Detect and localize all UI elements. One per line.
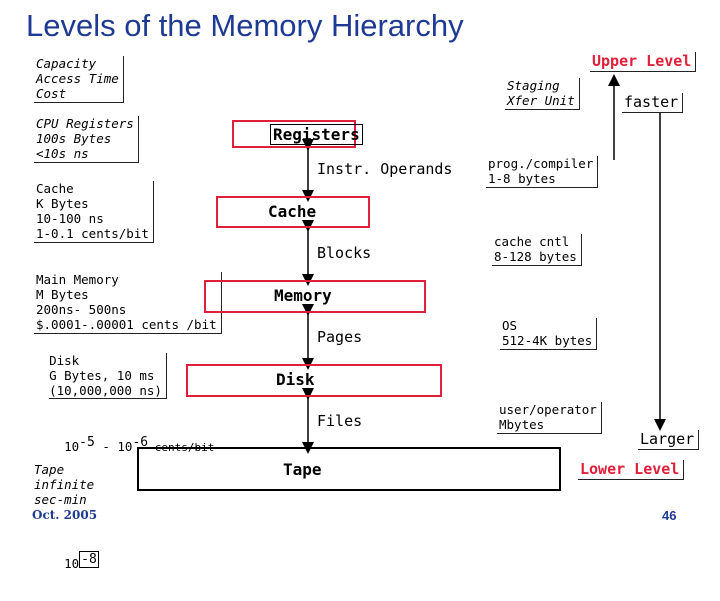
tape-cost: 10-8 (34, 537, 99, 586)
main-memory-note: Main Memory M Bytes 200ns- 500ns $.0001-… (34, 272, 222, 334)
disk-cost-sep: - 10 (94, 439, 133, 455)
cpu-registers-note: CPU Registers 100s Bytes <10s ns (34, 116, 139, 163)
memory-label: Memory (274, 286, 332, 305)
tape-label: Tape (283, 460, 322, 479)
tape-cost-base: 10 (64, 556, 80, 572)
disk-cost-exp1: -5 (79, 435, 95, 450)
left-header: Capacity Access Time Cost (34, 56, 124, 103)
cache-box: Cache (216, 196, 370, 228)
disk-label: Disk (276, 370, 315, 389)
upper-level-label: Upper Level (590, 52, 697, 72)
registers-label: Registers (270, 124, 363, 145)
staging-cache: cache cntl 8-128 bytes (492, 234, 582, 266)
cache-note: Cache K Bytes 10-100 ns 1-0.1 cents/bit (34, 181, 154, 243)
disk-cost-exp2: -6 (132, 435, 149, 450)
disk-note: Disk G Bytes, 10 ms (10,000,000 ns) 10-5… (34, 338, 214, 485)
footer-date: Oct. 2005 (32, 508, 98, 522)
connector-lines (302, 74, 666, 454)
lower-level-label: Lower Level (578, 460, 685, 480)
larger-label: Larger (638, 430, 700, 450)
staging-user: user/operator Mbytes (497, 402, 602, 434)
staging-os: OS 512-4K bytes (500, 318, 598, 350)
cache-label: Cache (268, 202, 317, 221)
pages-label: Pages (314, 328, 366, 346)
tape-cost-exp: -8 (79, 551, 99, 568)
blocks-label: Blocks (314, 244, 375, 262)
files-label: Files (314, 412, 366, 430)
disk-box: Disk (186, 364, 442, 397)
instr-operands-label: Instr. Operands (314, 160, 456, 178)
disk-cost-base: 10 (64, 439, 80, 455)
page-title: Levels of the Memory Hierarchy (26, 8, 464, 43)
tape-note-text: Tape infinite sec-min (34, 462, 95, 507)
memory-box: Memory (204, 280, 426, 313)
faster-label: faster (622, 93, 684, 113)
tape-box: Tape (137, 447, 561, 491)
page-number: 46 (662, 508, 677, 523)
staging-header: Staging Xfer Unit (505, 78, 580, 110)
registers-box: Registers (232, 120, 363, 148)
tape-note: Tape infinite sec-min 10-8 (34, 432, 99, 601)
disk-note-text: Disk G Bytes, 10 ms (10,000,000 ns) (49, 353, 167, 399)
staging-prog: prog./compiler 1-8 bytes (486, 156, 599, 188)
